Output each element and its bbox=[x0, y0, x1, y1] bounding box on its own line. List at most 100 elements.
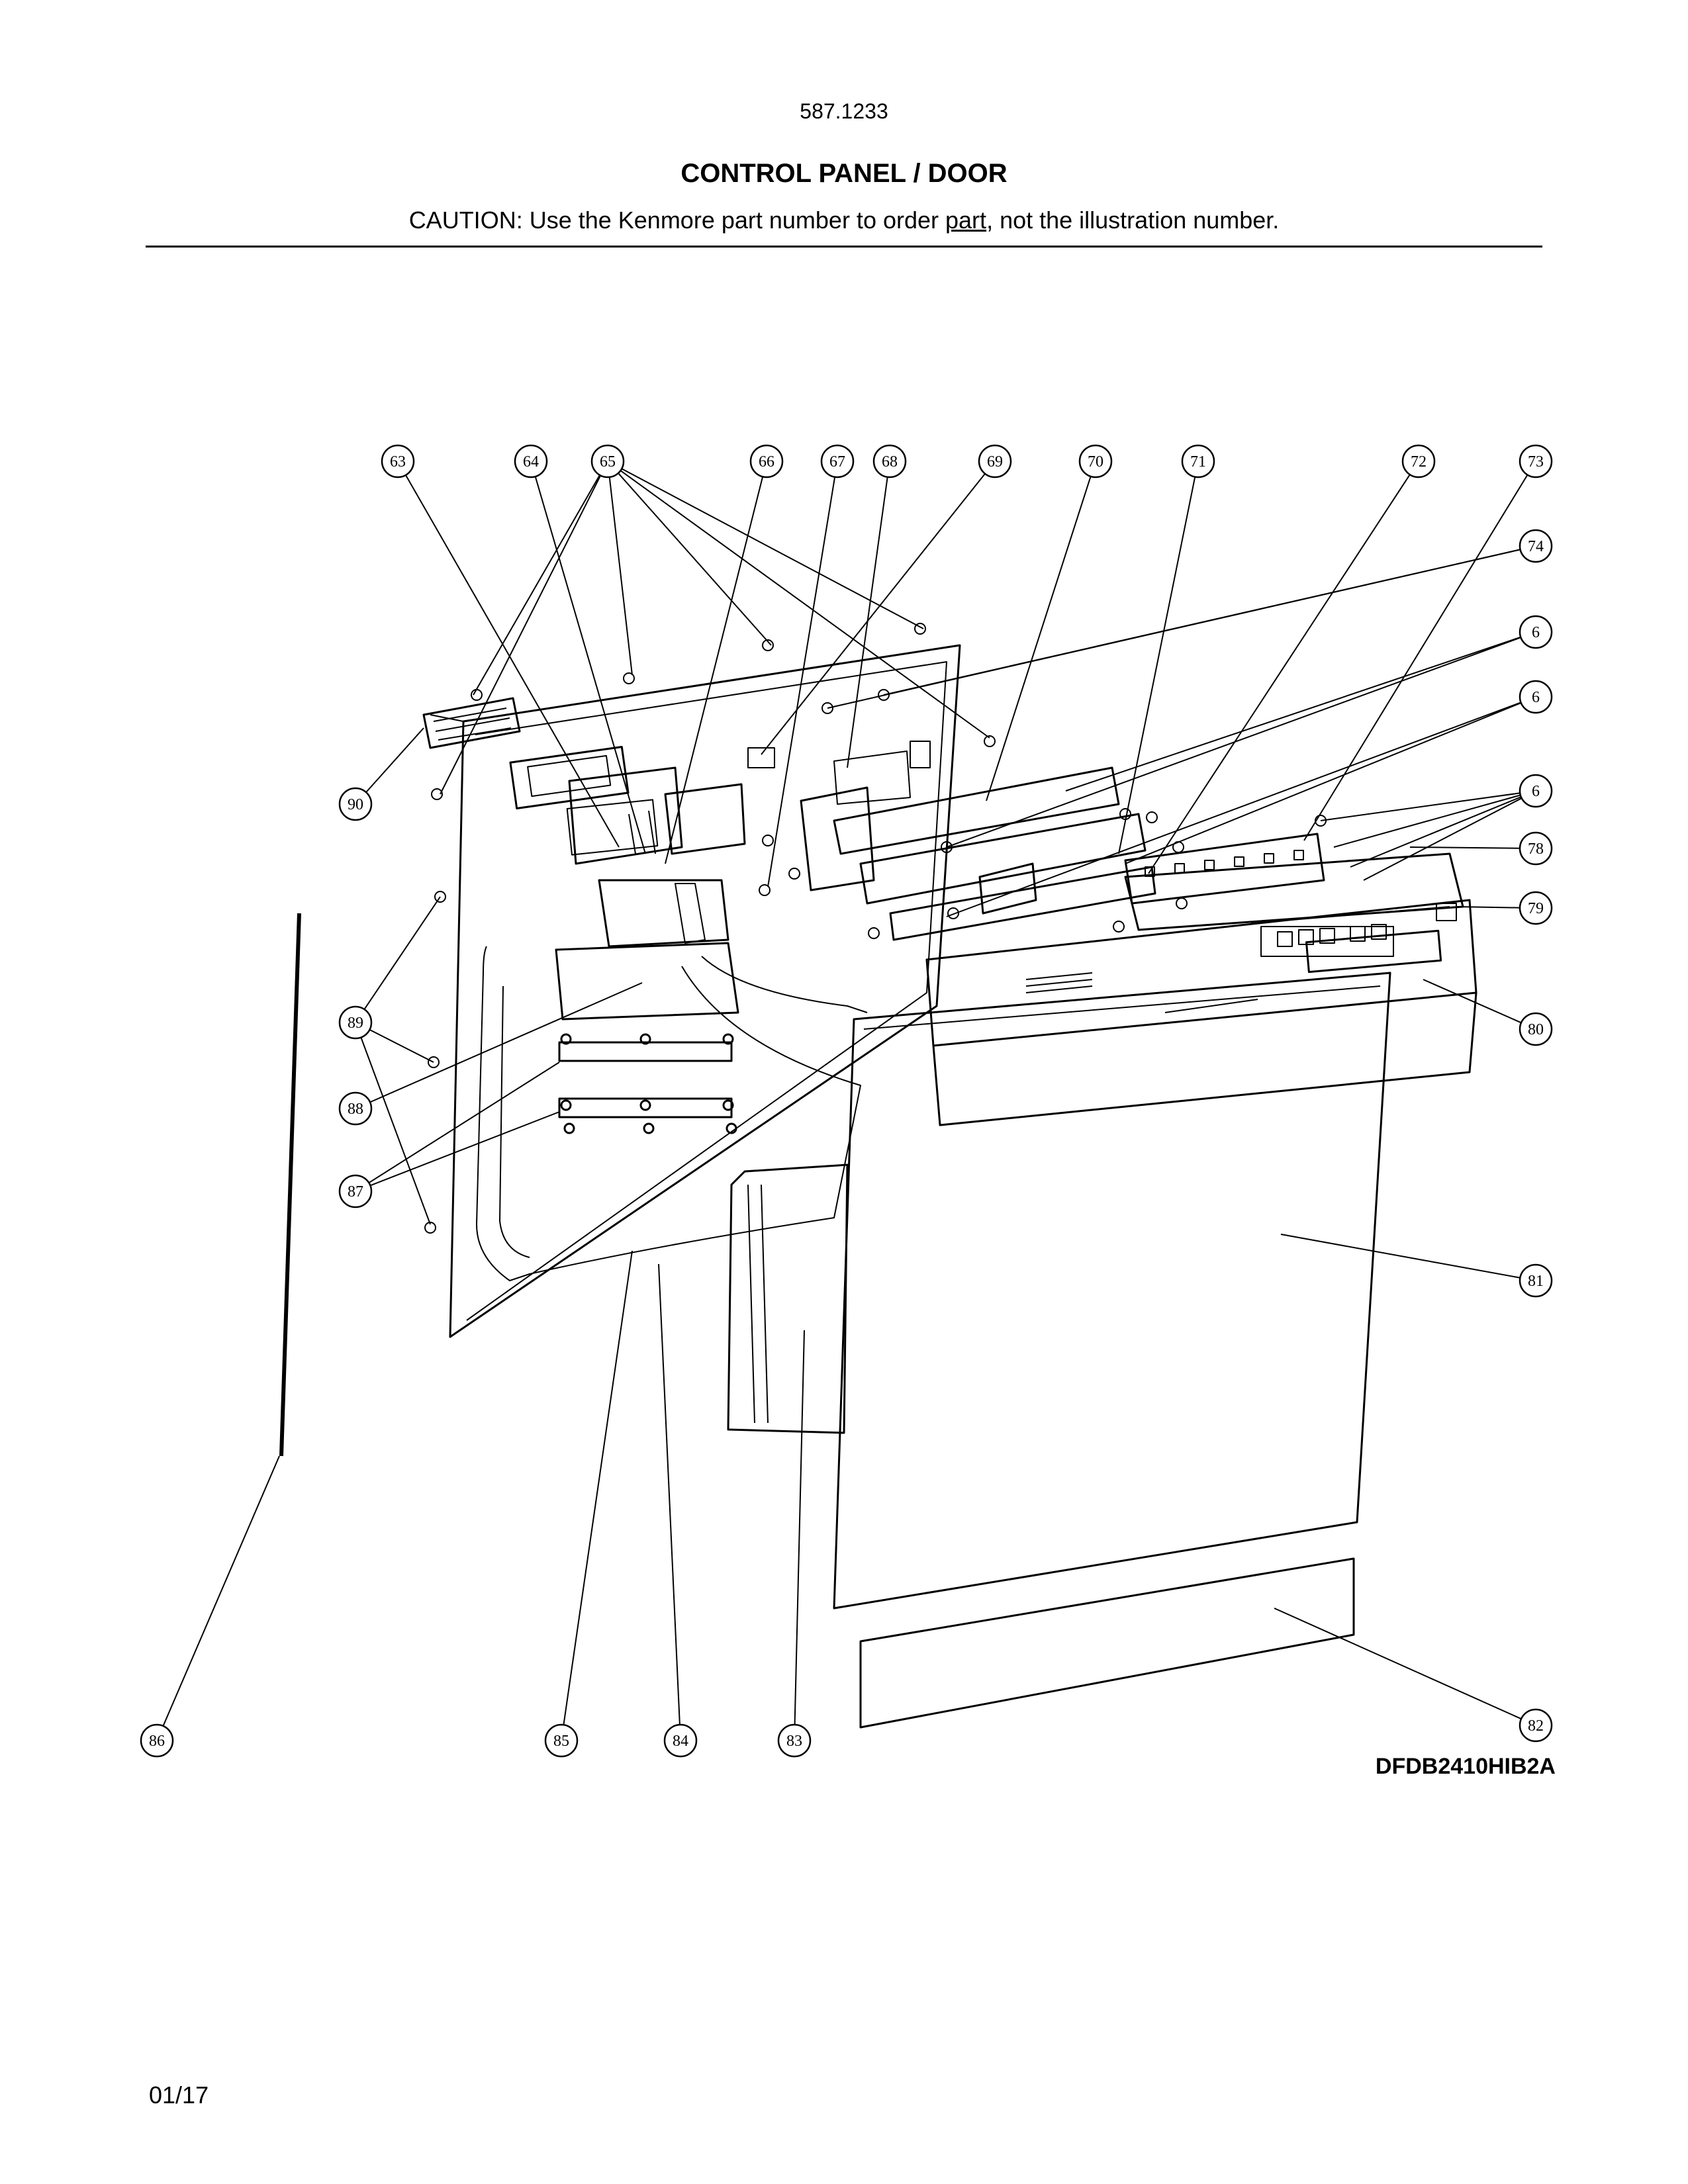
callout-78: 78 bbox=[1519, 831, 1553, 866]
callout-circle bbox=[1181, 444, 1215, 478]
callout-80: 80 bbox=[1519, 1012, 1553, 1046]
callout-circle bbox=[749, 444, 784, 478]
callout-circle bbox=[140, 1723, 174, 1758]
leader-line-6b bbox=[946, 702, 1521, 917]
callout-label: 82 bbox=[1528, 1717, 1544, 1735]
leader-line-70 bbox=[986, 476, 1092, 801]
caution-text-prefix: CAUTION: Use the Kenmore part number to … bbox=[408, 206, 946, 234]
callout-63: 63 bbox=[381, 444, 415, 478]
callout-label: 64 bbox=[523, 453, 539, 471]
leader-line-6c bbox=[1320, 792, 1521, 821]
callout-circle bbox=[1519, 774, 1553, 808]
callout-72: 72 bbox=[1401, 444, 1436, 478]
callout-circle bbox=[1401, 444, 1436, 478]
callout-label: 84 bbox=[673, 1733, 688, 1750]
detergent-dispenser bbox=[566, 766, 746, 865]
inner-door-liner bbox=[430, 644, 961, 1338]
callout-88: 88 bbox=[338, 1091, 373, 1126]
leader-line-84 bbox=[658, 1263, 680, 1725]
callout-label: 66 bbox=[759, 453, 774, 471]
callout-circle bbox=[590, 444, 625, 478]
callout-70: 70 bbox=[1078, 444, 1113, 478]
callout-circle bbox=[1519, 1263, 1553, 1298]
callout-label: 6 bbox=[1532, 689, 1540, 706]
caution-text-suffix: , not the illustration number. bbox=[986, 206, 1280, 234]
callout-circle bbox=[338, 1174, 373, 1208]
callout-6c: 6 bbox=[1519, 774, 1553, 808]
leader-line-89 bbox=[363, 896, 441, 1010]
callout-label: 70 bbox=[1088, 453, 1103, 471]
leader-line-85 bbox=[563, 1250, 633, 1725]
leader-line-90 bbox=[365, 727, 424, 793]
page-date: 01/17 bbox=[149, 2081, 209, 2109]
leader-line-74 bbox=[883, 549, 1521, 696]
leader-line-73 bbox=[1303, 474, 1528, 841]
callout-label: 85 bbox=[553, 1733, 569, 1750]
leader-line-80 bbox=[1423, 979, 1522, 1024]
callout-label: 72 bbox=[1411, 453, 1427, 471]
leader-line-65 bbox=[620, 470, 990, 739]
gasket-86 bbox=[279, 913, 301, 1457]
leader-line-72 bbox=[1148, 474, 1411, 874]
outer-door-81 bbox=[833, 972, 1391, 1610]
callout-label: 81 bbox=[1528, 1273, 1544, 1290]
callout-71: 71 bbox=[1181, 444, 1215, 478]
callout-circle bbox=[1519, 1708, 1553, 1743]
callout-label: 83 bbox=[786, 1733, 802, 1750]
leader-line-65 bbox=[440, 475, 602, 795]
callout-69: 69 bbox=[978, 444, 1012, 478]
leader-line-6a bbox=[1065, 636, 1521, 792]
callout-circle bbox=[338, 1091, 373, 1126]
callout-circle bbox=[820, 444, 855, 478]
callout-label: 6 bbox=[1532, 624, 1540, 641]
callout-circle bbox=[338, 1005, 373, 1040]
screws bbox=[424, 623, 1327, 1234]
callout-68: 68 bbox=[872, 444, 907, 478]
leader-line-67 bbox=[767, 477, 836, 887]
callout-circle bbox=[1519, 615, 1553, 649]
callout-85: 85 bbox=[544, 1723, 579, 1758]
callout-label: 69 bbox=[987, 453, 1003, 471]
callout-label: 67 bbox=[829, 453, 845, 471]
diagram-code: DFDB2410HIB2A bbox=[1375, 1754, 1556, 1779]
callout-label: 86 bbox=[149, 1733, 165, 1750]
callout-circle bbox=[978, 444, 1012, 478]
callout-label: 65 bbox=[600, 453, 616, 471]
callout-label: 79 bbox=[1528, 900, 1544, 917]
callout-circle bbox=[1519, 529, 1553, 563]
leader-line-65 bbox=[608, 477, 633, 676]
header-divider bbox=[146, 246, 1542, 248]
leader-line-87 bbox=[368, 1062, 560, 1184]
leader-line-66 bbox=[665, 477, 764, 864]
leader-line-81 bbox=[1280, 1234, 1521, 1279]
leader-line-86 bbox=[162, 1455, 280, 1727]
leader-line-65 bbox=[621, 468, 924, 629]
leader-line-87 bbox=[369, 1111, 560, 1187]
leader-line-63 bbox=[405, 475, 620, 848]
callout-circle bbox=[1519, 1012, 1553, 1046]
callout-label: 6 bbox=[1532, 783, 1540, 800]
vent-90 bbox=[422, 697, 521, 749]
leader-line-6c bbox=[1363, 797, 1523, 881]
leader-line-83 bbox=[794, 1330, 805, 1725]
door-switches bbox=[747, 741, 931, 805]
callout-89: 89 bbox=[338, 1005, 373, 1040]
callout-circle bbox=[1519, 444, 1553, 478]
callout-circle bbox=[1078, 444, 1113, 478]
callout-circle bbox=[381, 444, 415, 478]
side-panel-83 bbox=[727, 1163, 849, 1434]
callout-circle bbox=[777, 1723, 812, 1758]
callout-82: 82 bbox=[1519, 1708, 1553, 1743]
leader-line-68 bbox=[847, 477, 888, 768]
callout-label: 80 bbox=[1528, 1021, 1544, 1038]
callout-64: 64 bbox=[514, 444, 548, 478]
callout-86: 86 bbox=[140, 1723, 174, 1758]
leader-line-65 bbox=[473, 475, 600, 696]
callout-6b: 6 bbox=[1519, 680, 1553, 714]
callout-73: 73 bbox=[1519, 444, 1553, 478]
callout-label: 74 bbox=[1528, 538, 1544, 555]
callout-circle bbox=[544, 1723, 579, 1758]
callout-label: 88 bbox=[348, 1101, 363, 1118]
